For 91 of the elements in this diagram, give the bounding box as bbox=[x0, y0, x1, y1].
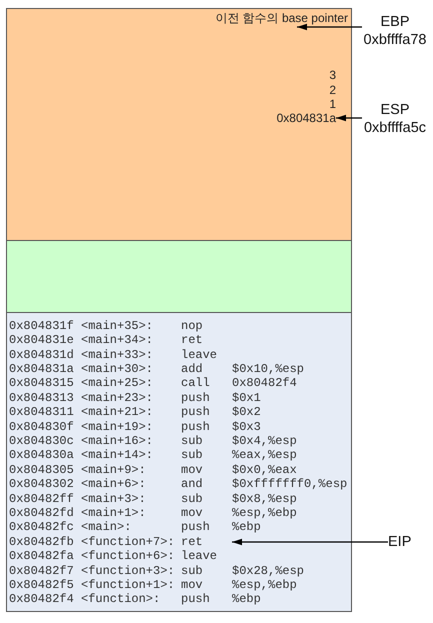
instruction-mnemonic: ret bbox=[181, 534, 203, 550]
instruction-address: 0x8048315 bbox=[9, 376, 74, 391]
instruction-mnemonic: sub bbox=[181, 448, 203, 463]
code-listing-panel bbox=[6, 312, 352, 612]
instruction-operand: $0xfffffff0,%esp bbox=[232, 477, 348, 492]
register-address: 0xbffffa5c bbox=[364, 119, 426, 137]
instruction-address: 0x80482fd bbox=[9, 506, 74, 520]
instruction-operand: $0x2 bbox=[232, 405, 261, 420]
function-offset: <main+23>: bbox=[81, 390, 154, 406]
arrow bbox=[232, 538, 388, 546]
instruction-operand: $0x28,%esp bbox=[232, 564, 304, 578]
function-offset: <function+3>: bbox=[81, 564, 175, 578]
function-offset: <main+14>: bbox=[81, 448, 154, 463]
instruction-address: 0x8048305 bbox=[9, 462, 74, 478]
instruction-mnemonic: sub bbox=[181, 564, 203, 578]
instruction-operand: %eax,%esp bbox=[232, 448, 297, 463]
instruction-operand: %esp,%ebp bbox=[232, 578, 297, 592]
function-offset: <main+25>: bbox=[81, 376, 154, 391]
register-name: ESP bbox=[380, 101, 410, 119]
instruction-mnemonic: sub bbox=[181, 434, 203, 448]
instruction-address: 0x804831d bbox=[9, 348, 74, 362]
instruction-address: 0x80482fa bbox=[9, 549, 74, 564]
stack-value: 3 bbox=[329, 68, 336, 82]
function-offset: <main+3>: bbox=[81, 492, 146, 506]
instruction-operand: $0x10,%esp bbox=[232, 362, 304, 376]
instruction-address: 0x804830c bbox=[9, 434, 74, 448]
instruction-operand: %esp,%ebp bbox=[232, 506, 297, 520]
instruction-mnemonic: push bbox=[181, 592, 210, 607]
function-offset: <main+30>: bbox=[81, 362, 154, 376]
instruction-address: 0x8048313 bbox=[9, 390, 74, 406]
function-offset: <main+33>: bbox=[81, 348, 154, 362]
instruction-mnemonic: mov bbox=[181, 462, 203, 478]
instruction-address: 0x80482f7 bbox=[9, 564, 74, 578]
stack-value: 이전 함수의 base pointer bbox=[215, 10, 348, 26]
instruction-operand: $0x0,%eax bbox=[232, 462, 297, 478]
instruction-mnemonic: push bbox=[181, 420, 210, 434]
instruction-mnemonic: mov bbox=[181, 578, 203, 592]
instruction-address: 0x80482f4 bbox=[9, 592, 74, 607]
instruction-address: 0x80482fb bbox=[9, 534, 74, 550]
instruction-operand: $0x3 bbox=[232, 420, 261, 434]
function-offset: <function+7>: bbox=[81, 534, 175, 550]
instruction-operand: 0x80482f4 bbox=[232, 376, 297, 391]
instruction-mnemonic: push bbox=[181, 390, 210, 406]
instruction-operand: $0x4,%esp bbox=[232, 434, 297, 448]
stack-area bbox=[6, 8, 352, 241]
instruction-address: 0x804830a bbox=[9, 448, 74, 463]
instruction-mnemonic: and bbox=[181, 477, 203, 492]
instruction-operand: %ebp bbox=[232, 592, 261, 607]
function-offset: <main+34>: bbox=[81, 333, 154, 348]
function-offset: <main+9>: bbox=[81, 462, 146, 478]
instruction-address: 0x804830f bbox=[9, 420, 74, 434]
function-offset: <function>: bbox=[81, 592, 160, 607]
instruction-mnemonic: leave bbox=[181, 549, 218, 564]
instruction-operand: $0x8,%esp bbox=[232, 492, 297, 506]
instruction-mnemonic: leave bbox=[181, 348, 218, 362]
instruction-address: 0x80482fc bbox=[9, 520, 74, 535]
instruction-mnemonic: push bbox=[181, 520, 210, 535]
stack-value: 0x804831a bbox=[276, 111, 336, 125]
instruction-mnemonic: nop bbox=[181, 318, 203, 334]
instruction-mnemonic: add bbox=[181, 362, 203, 376]
register-address: 0xbffffa78 bbox=[364, 31, 426, 49]
instruction-address: 0x8048311 bbox=[9, 405, 74, 420]
arrow bbox=[297, 24, 362, 30]
instruction-address: 0x804831f bbox=[9, 318, 74, 334]
instruction-address: 0x804831a bbox=[9, 362, 74, 376]
instruction-address: 0x8048302 bbox=[9, 477, 74, 492]
memory-area bbox=[6, 240, 352, 313]
function-offset: <main+21>: bbox=[81, 405, 154, 420]
instruction-mnemonic: push bbox=[181, 405, 210, 420]
instruction-operand: $0x1 bbox=[232, 390, 261, 406]
instruction-mnemonic: mov bbox=[181, 506, 203, 520]
function-offset: <main>: bbox=[81, 520, 132, 535]
register-name: EBP bbox=[380, 13, 410, 31]
instruction-mnemonic: sub bbox=[181, 492, 203, 506]
function-offset: <main+1>: bbox=[81, 506, 146, 520]
function-offset: <main+6>: bbox=[81, 477, 146, 492]
function-offset: <main+16>: bbox=[81, 434, 154, 448]
stack-value: 2 bbox=[329, 83, 336, 97]
register-name: EIP bbox=[388, 533, 412, 551]
function-offset: <main+19>: bbox=[81, 420, 154, 434]
instruction-mnemonic: ret bbox=[181, 333, 203, 348]
instruction-address: 0x804831e bbox=[9, 333, 74, 348]
function-offset: <main+35>: bbox=[81, 318, 154, 334]
stack-value: 1 bbox=[329, 97, 336, 111]
instruction-mnemonic: call bbox=[181, 376, 210, 391]
function-offset: <function+1>: bbox=[81, 578, 175, 592]
arrow bbox=[336, 114, 362, 122]
instruction-address: 0x80482ff bbox=[9, 492, 74, 506]
function-offset: <function+6>: bbox=[81, 549, 175, 564]
instruction-address: 0x80482f5 bbox=[9, 578, 74, 592]
instruction-operand: %ebp bbox=[232, 520, 261, 535]
